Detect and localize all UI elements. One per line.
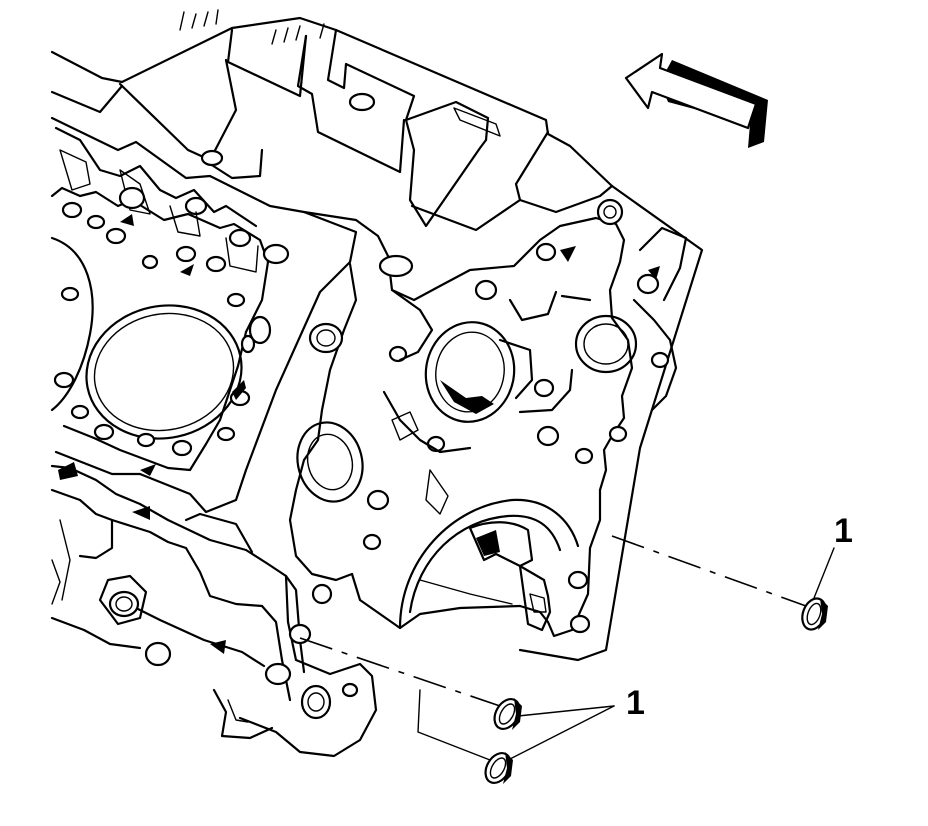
- callout-leaders: [507, 547, 835, 761]
- block-skirt-lower: [50, 462, 378, 758]
- seal-plug-right: [801, 597, 828, 631]
- seal-plug-lower: [484, 751, 513, 785]
- cylinder-deck-left: [50, 116, 358, 514]
- engine-block-upper: [50, 9, 704, 662]
- callout-label: 1: [834, 512, 853, 550]
- callout-label: 1: [626, 684, 645, 722]
- crank-bore-opening: [350, 498, 580, 632]
- front-cover-face: [288, 198, 688, 638]
- seal-plug-middle: [493, 697, 522, 731]
- installation-lines: [299, 535, 807, 761]
- direction-arrow-icon: [624, 52, 768, 148]
